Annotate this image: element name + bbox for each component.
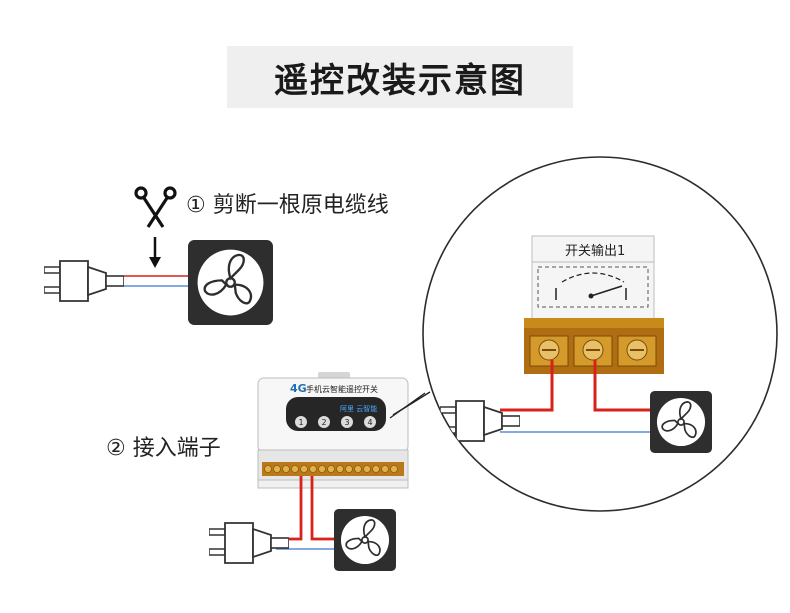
terminal-block — [264, 465, 398, 473]
plug-icon — [44, 260, 124, 302]
device-button-2: 2 — [321, 418, 326, 427]
fan-icon — [334, 509, 396, 571]
remote-switch-device: 4G 手机云智能遥控开关 阿里 云智能 1 2 3 4 — [257, 372, 409, 489]
device-button-3: 3 — [344, 418, 349, 427]
step2-label: ② 接入端子 — [106, 436, 221, 461]
fan-icon — [188, 240, 273, 325]
device-button-1: 1 — [298, 418, 303, 427]
plug-icon — [209, 522, 289, 564]
device-name: 手机云智能遥控开关 — [306, 384, 378, 394]
device-4g-tag: 4G — [290, 382, 307, 395]
zoom-content: 开关输出1 — [440, 235, 712, 453]
device-panel-text: 阿里 云智能 — [340, 404, 377, 413]
title-box: 遥控改装示意图 — [227, 46, 573, 108]
device-buttons: 1 2 3 4 — [295, 416, 376, 428]
scissors-icon — [134, 186, 177, 228]
step1-label: ① 剪断一根原电缆线 — [186, 193, 389, 218]
arrow-down-icon — [149, 237, 161, 268]
fan-icon — [650, 391, 712, 453]
relay-label: 开关输出1 — [565, 243, 625, 259]
page-title: 遥控改装示意图 — [274, 60, 526, 101]
device-button-4: 4 — [367, 418, 372, 427]
